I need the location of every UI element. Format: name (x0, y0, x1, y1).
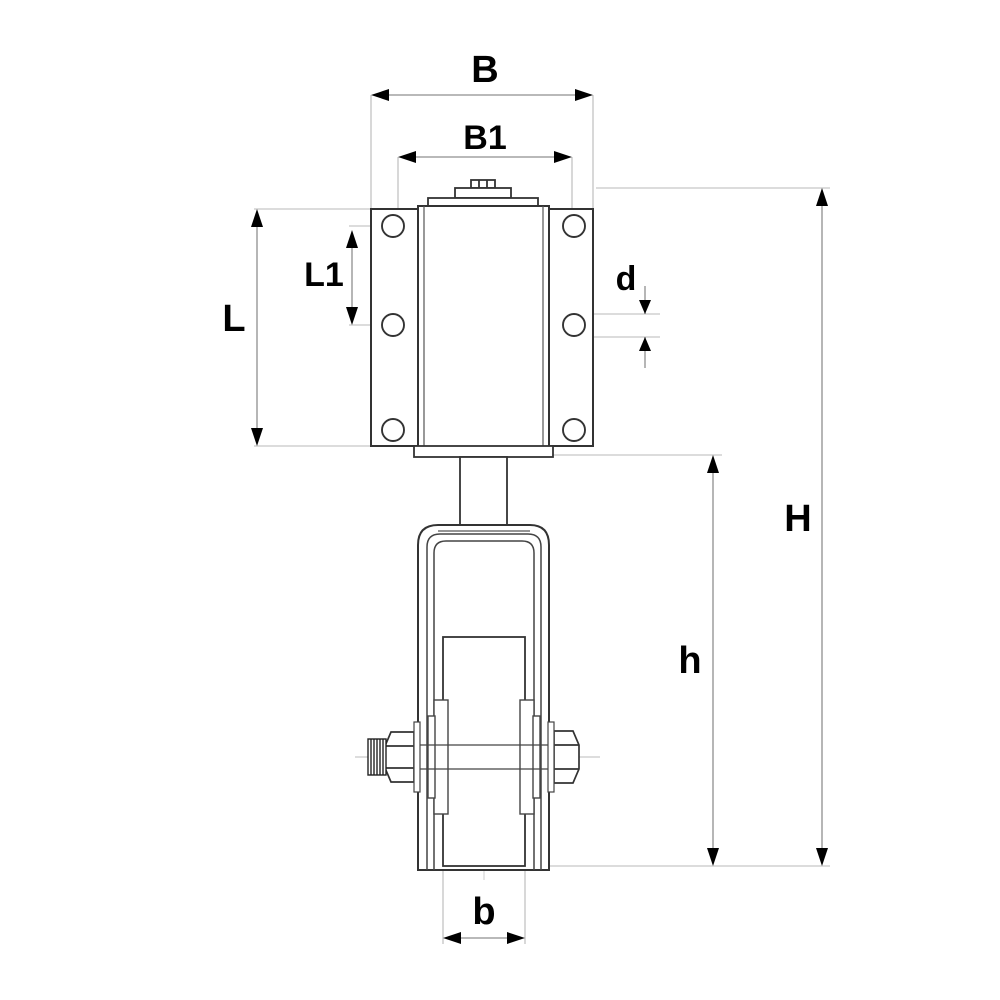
dimension-label-B: B (471, 49, 498, 91)
dimension-label-h: h (678, 640, 701, 682)
dimension-label-L: L (222, 298, 245, 340)
dimension-labels: B B1 L L1 d H h b (222, 49, 811, 933)
dimension-B (371, 89, 593, 101)
dimension-label-b: b (472, 891, 495, 933)
dimension-label-L1: L1 (304, 256, 344, 294)
wheel-hub-flange-right (519, 699, 541, 815)
dimension-L (251, 209, 263, 446)
swivel-body (417, 205, 550, 457)
axle-nut-right (553, 730, 580, 784)
dimension-label-d: d (616, 260, 637, 298)
dimension-B1 (398, 151, 572, 163)
bolt-hole (381, 418, 405, 442)
axle-thread-end (367, 738, 387, 776)
dimension-d (639, 286, 651, 368)
dimension-label-H: H (784, 498, 811, 540)
bolt-hole (381, 313, 405, 337)
dimension-b (443, 932, 525, 944)
bolt-hole (381, 214, 405, 238)
wheel (442, 636, 526, 867)
swivel-body-inner-edges (423, 206, 544, 456)
axle-nut-left (384, 731, 415, 783)
wheel-hub-flange-left (427, 699, 449, 815)
dimension-label-B1: B1 (463, 119, 506, 157)
dimension-L1 (346, 230, 358, 325)
dimension-lines (251, 89, 828, 944)
axle-washers (413, 721, 555, 793)
bolt-hole (562, 313, 586, 337)
dimension-H (816, 188, 828, 866)
dimension-h (707, 455, 719, 866)
bolt-hole (562, 214, 586, 238)
axle-shaft (398, 744, 566, 770)
swivel-base-flange (413, 445, 554, 458)
king-pin-cap (454, 187, 512, 199)
king-pin-nut (470, 179, 496, 189)
caster-shank (459, 456, 508, 526)
bolt-hole-group (381, 214, 586, 442)
bolt-hole (562, 418, 586, 442)
